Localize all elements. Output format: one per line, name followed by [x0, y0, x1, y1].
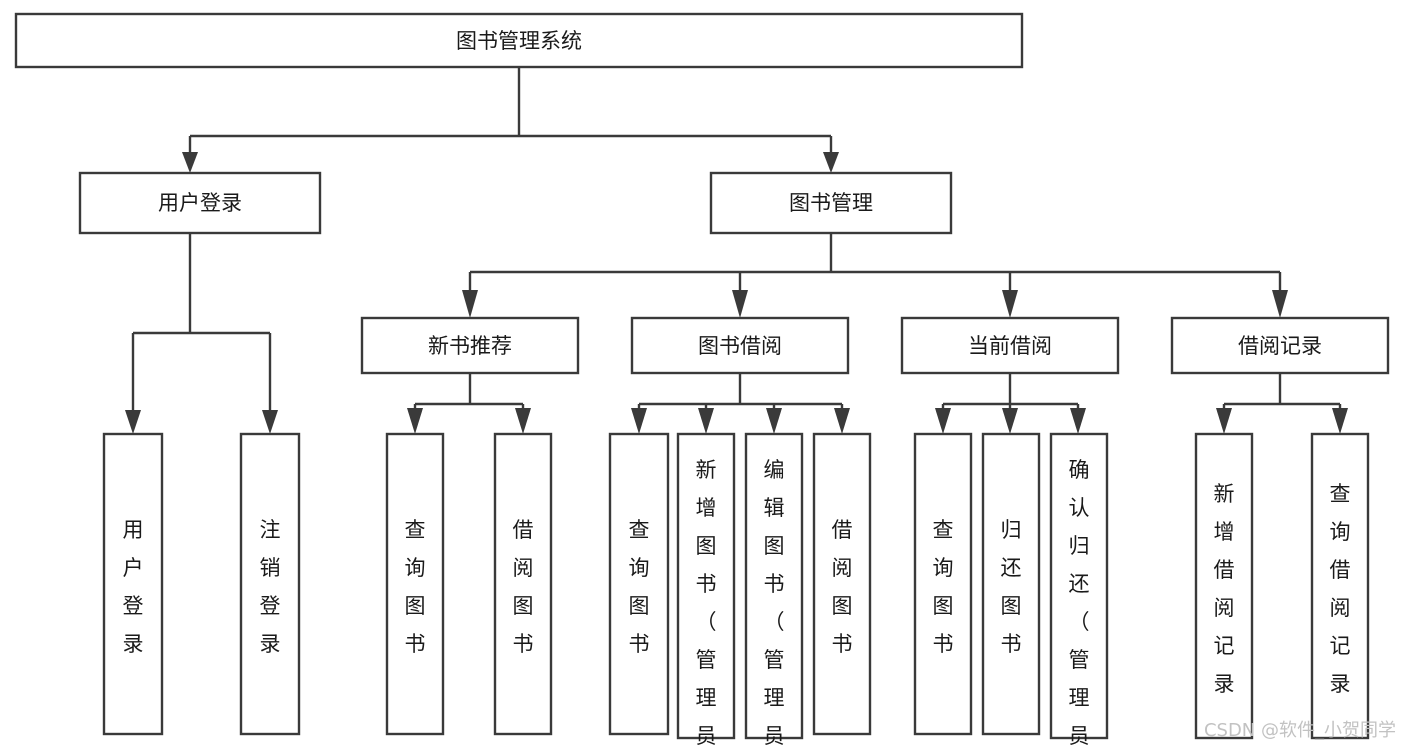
arrowhead-new-book-rec — [462, 290, 478, 318]
node-leaf-borrow-book-1-box[interactable] — [493, 432, 553, 736]
node-leaf-query-book-1-box[interactable] — [385, 432, 445, 736]
arrowhead-leaf-add-book — [698, 408, 714, 434]
edge-currentborrow-bus — [941, 373, 1080, 414]
node-leaf-borrow-book-2[interactable]: 借阅图书 — [812, 432, 872, 736]
arrowhead-leaf-query-book-2 — [631, 408, 647, 434]
edge-root-bus — [188, 67, 833, 160]
node-current-borrow-label: 当前借阅 — [968, 334, 1052, 358]
node-leaf-query-book-1[interactable]: 查询图书 — [385, 432, 445, 736]
node-book-manage-label: 图书管理 — [789, 191, 873, 215]
node-user-login-label: 用户登录 — [158, 191, 242, 215]
node-leaf-add-book[interactable]: 新增图书（管理员） — [676, 432, 736, 747]
node-user-login[interactable]: 用户登录 — [78, 171, 322, 235]
node-leaf-confirm-return-box[interactable] — [1049, 432, 1109, 740]
edge-bookborrow-bus — [637, 373, 844, 414]
node-current-borrow[interactable]: 当前借阅 — [900, 316, 1120, 375]
node-user-login-box[interactable] — [78, 171, 322, 235]
node-leaf-user-login-label: 用户登录 — [123, 518, 144, 656]
node-root-box[interactable] — [14, 12, 1024, 69]
node-leaf-user-login[interactable]: 用户登录 — [102, 432, 164, 736]
arrowhead-current-borrow — [1002, 290, 1018, 318]
node-leaf-user-login-box[interactable] — [102, 432, 164, 736]
arrowhead-leaf-query-book-3 — [935, 408, 951, 434]
node-leaf-query-record-label: 查询借阅记录 — [1330, 482, 1351, 696]
arrowhead-book-manage — [823, 152, 839, 173]
arrowhead-leaf-return-book — [1002, 408, 1018, 434]
node-leaf-confirm-return[interactable]: 确认归还（管理员） — [1049, 432, 1109, 747]
arrowhead-borrow-record — [1272, 290, 1288, 318]
node-leaf-borrow-book-2-label: 借阅图书 — [832, 518, 853, 656]
node-leaf-query-book-2[interactable]: 查询图书 — [608, 432, 670, 736]
arrowhead-leaf-confirm-return — [1070, 408, 1086, 434]
node-leaf-borrow-book-1-label: 借阅图书 — [513, 518, 534, 656]
node-leaf-query-record[interactable]: 查询借阅记录 — [1310, 432, 1370, 740]
edge-bookmanage-bus — [468, 233, 1282, 292]
arrowhead-leaf-borrow-book-1 — [515, 408, 531, 434]
node-leaf-query-book-2-label: 查询图书 — [629, 518, 650, 656]
node-leaf-return-book-label: 归还图书 — [1001, 518, 1022, 656]
node-leaf-add-record[interactable]: 新增借阅记录 — [1194, 432, 1254, 740]
node-leaf-query-book-3-label: 查询图书 — [933, 518, 954, 656]
node-leaf-borrow-book-1[interactable]: 借阅图书 — [493, 432, 553, 736]
node-leaf-confirm-return-label: 确认归还（管理员） — [1069, 458, 1090, 747]
node-leaf-logout[interactable]: 注销登录 — [239, 432, 301, 736]
arrowhead-leaf-query-book-1 — [407, 408, 423, 434]
arrowhead-leaf-add-record — [1216, 408, 1232, 434]
arrowhead-user-login — [182, 152, 198, 173]
node-leaf-logout-box[interactable] — [239, 432, 301, 736]
edge-userlogin-bus — [131, 233, 272, 413]
arrowhead-leaf-logout — [262, 410, 278, 434]
node-book-manage-box[interactable] — [709, 171, 953, 235]
node-leaf-logout-label: 注销登录 — [260, 518, 281, 656]
node-leaf-add-record-label: 新增借阅记录 — [1214, 482, 1235, 696]
node-leaf-add-book-box[interactable] — [676, 432, 736, 740]
arrowhead-leaf-user-login — [125, 410, 141, 434]
node-new-book-rec[interactable]: 新书推荐 — [360, 316, 580, 375]
node-leaf-query-book-2-box[interactable] — [608, 432, 670, 736]
node-book-borrow-box[interactable] — [630, 316, 850, 375]
node-book-borrow-label: 图书借阅 — [698, 334, 782, 358]
arrowhead-leaf-edit-book — [766, 408, 782, 434]
arrowhead-leaf-query-record — [1332, 408, 1348, 434]
node-new-book-rec-label: 新书推荐 — [428, 334, 512, 358]
node-new-book-rec-box[interactable] — [360, 316, 580, 375]
node-borrow-record-label: 借阅记录 — [1238, 334, 1322, 358]
node-leaf-edit-book-label: 编辑图书（管理员） — [764, 458, 785, 747]
node-borrow-record-box[interactable] — [1170, 316, 1390, 375]
node-book-borrow[interactable]: 图书借阅 — [630, 316, 850, 375]
node-leaf-return-book-box[interactable] — [981, 432, 1041, 736]
node-book-manage[interactable]: 图书管理 — [709, 171, 953, 235]
node-leaf-add-book-label: 新增图书（管理员） — [696, 458, 717, 747]
connector-layer — [125, 67, 1348, 434]
node-leaf-edit-book-box[interactable] — [744, 432, 804, 740]
node-borrow-record[interactable]: 借阅记录 — [1170, 316, 1390, 375]
node-leaf-query-record-box[interactable] — [1310, 432, 1370, 740]
node-leaf-borrow-book-2-box[interactable] — [812, 432, 872, 736]
node-leaf-query-book-1-label: 查询图书 — [405, 518, 426, 656]
arrowhead-leaf-borrow-book-2 — [834, 408, 850, 434]
node-root-label: 图书管理系统 — [456, 29, 582, 53]
node-leaf-query-book-3-box[interactable] — [913, 432, 973, 736]
arrowhead-book-borrow — [732, 290, 748, 318]
node-leaf-query-book-3[interactable]: 查询图书 — [913, 432, 973, 736]
watermark-label: CSDN @软件_小贺同学 — [1204, 720, 1396, 741]
node-leaf-edit-book[interactable]: 编辑图书（管理员） — [744, 432, 804, 747]
node-current-borrow-box[interactable] — [900, 316, 1120, 375]
edge-borrowrecord-bus — [1222, 373, 1342, 414]
node-leaf-return-book[interactable]: 归还图书 — [981, 432, 1041, 736]
edge-newbookrec-bus — [413, 373, 525, 414]
node-leaf-add-record-box[interactable] — [1194, 432, 1254, 740]
node-root[interactable]: 图书管理系统 — [14, 12, 1024, 69]
